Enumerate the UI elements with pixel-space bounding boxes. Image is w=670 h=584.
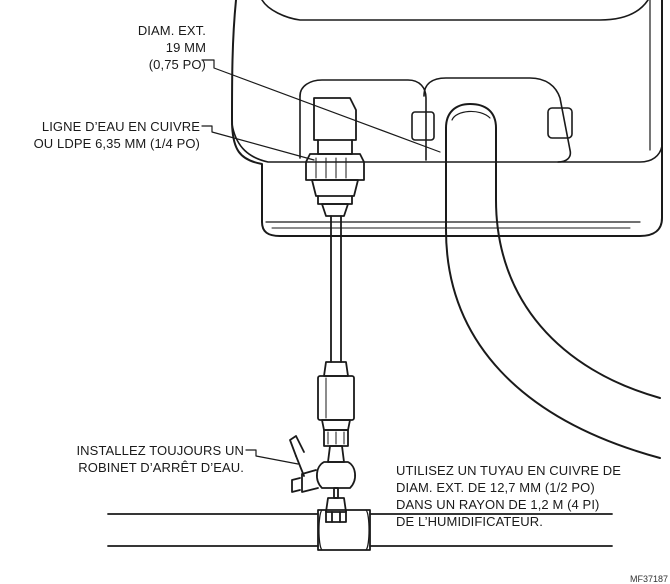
drain-hose (445, 103, 661, 459)
label-copper-pipe-line-4: DE L’HUMIDIFICATEUR. (396, 514, 543, 529)
humidifier-housing (231, 0, 663, 237)
label-diameter: DIAM. EXT. 19 MM (0,75 PO) (96, 22, 206, 73)
union-fitting (317, 361, 355, 447)
shutoff-valve (289, 435, 356, 523)
label-diameter-line-3: (0,75 PO) (148, 57, 206, 72)
label-diameter-line-1: DIAM. EXT. (137, 23, 206, 38)
label-shutoff-line-1: INSTALLEZ TOUJOURS UN (76, 443, 244, 458)
label-shutoff-line-2: ROBINET D’ARRÊT D’EAU. (78, 460, 244, 475)
water-line-tube (330, 215, 342, 363)
label-water-line-line-1: LIGNE D’EAU EN CUIVRE (41, 119, 200, 134)
label-copper-pipe-line-1: UTILISEZ UN TUYAU EN CUIVRE DE (396, 463, 621, 478)
inlet-fitting (305, 97, 365, 217)
label-copper-pipe: UTILISEZ UN TUYAU EN CUIVRE DE DIAM. EXT… (396, 462, 646, 530)
figure-code: MF37187 (629, 574, 668, 584)
label-diameter-line-2: 19 MM (165, 40, 206, 55)
label-water-line-line-2: OU LDPE 6,35 MM (1/4 PO) (33, 136, 200, 151)
label-copper-pipe-line-2: DIAM. EXT. DE 12,7 MM (1/2 PO) (396, 480, 595, 495)
leader-lines (201, 59, 441, 465)
label-water-line: LIGNE D’EAU EN CUIVRE OU LDPE 6,35 MM (1… (0, 118, 200, 152)
label-shutoff-valve: INSTALLEZ TOUJOURS UN ROBINET D’ARRÊT D’… (20, 442, 244, 476)
main-water-pipe (107, 509, 613, 551)
label-copper-pipe-line-3: DANS UN RAYON DE 1,2 M (4 PI) (396, 497, 600, 512)
